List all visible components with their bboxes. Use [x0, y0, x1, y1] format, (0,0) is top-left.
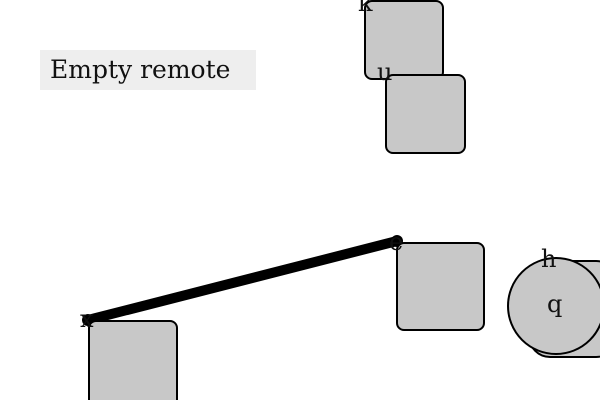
- middle-right-block[interactable]: [396, 242, 485, 331]
- empty-remote-button[interactable]: Empty remote: [40, 50, 256, 90]
- bottom-left-block[interactable]: [88, 320, 178, 400]
- top-block[interactable]: [364, 0, 444, 80]
- circle-node[interactable]: [507, 257, 600, 355]
- upper-right-block[interactable]: [385, 74, 466, 154]
- connection-wire[interactable]: [83, 236, 402, 325]
